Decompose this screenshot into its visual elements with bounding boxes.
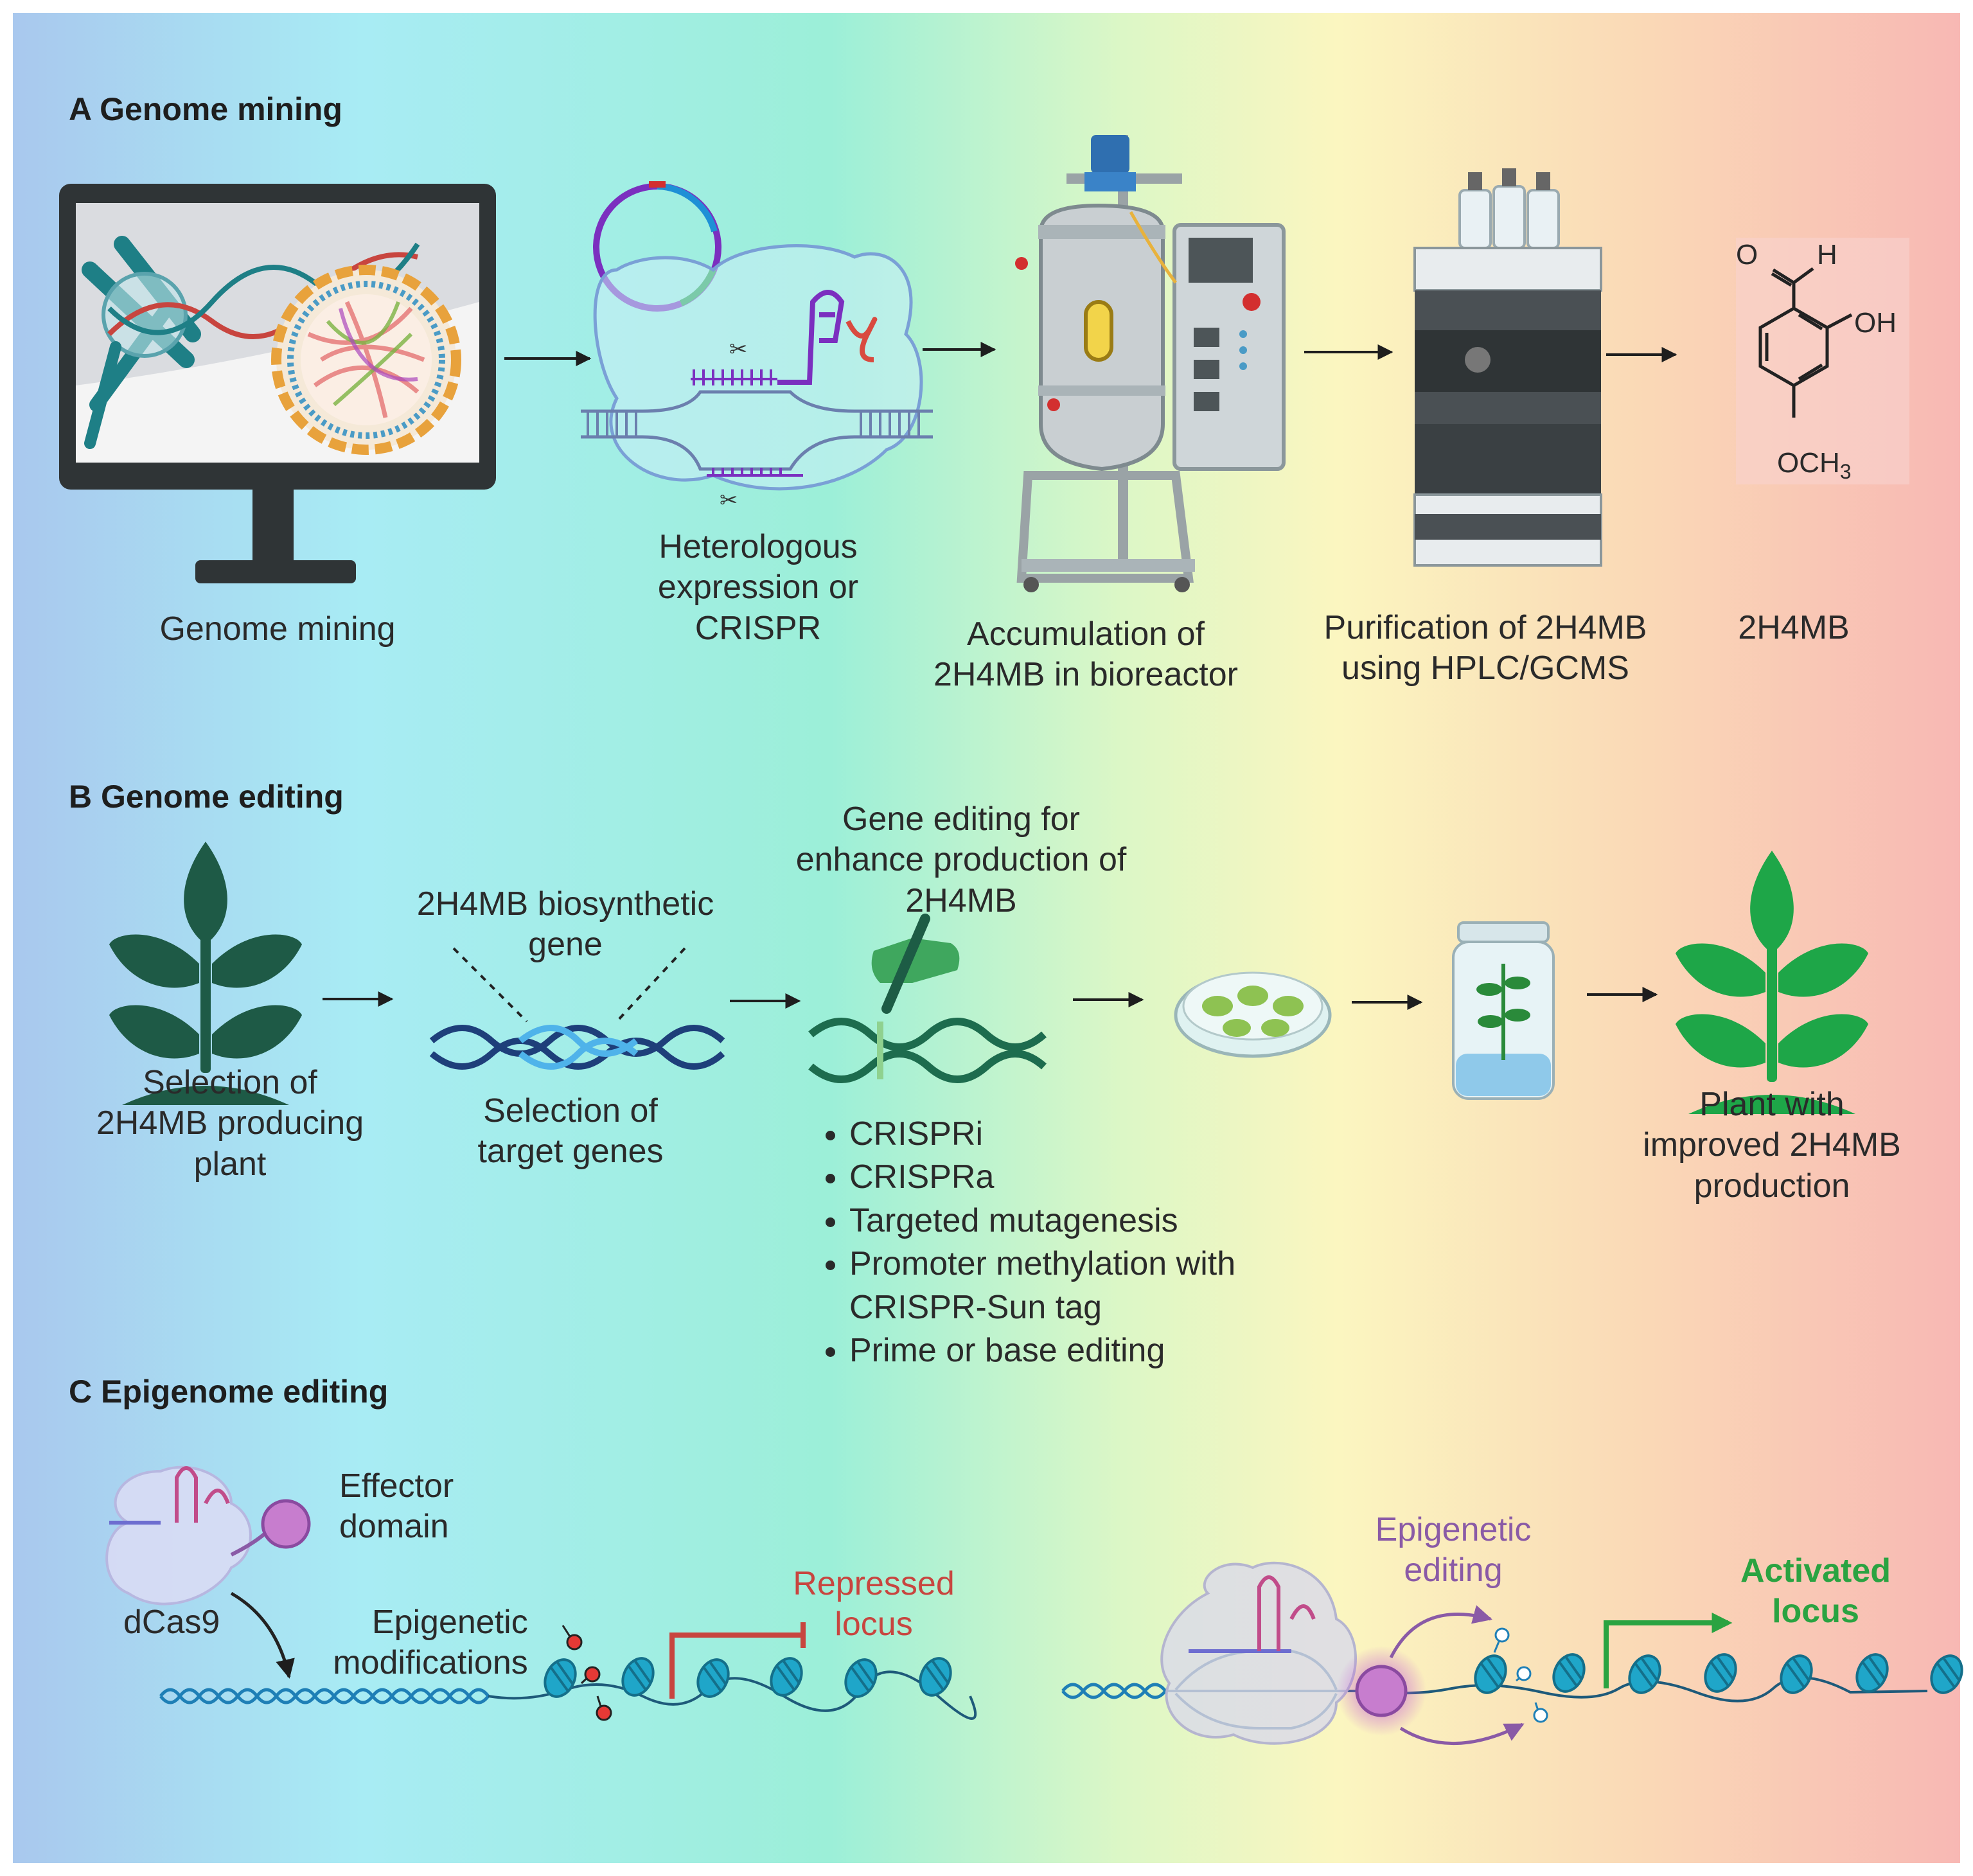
section-a-title: A Genome mining — [69, 91, 342, 127]
dna-helix-icon — [429, 947, 725, 1070]
label-line: Heterologous — [659, 528, 858, 565]
label-biosynthetic-gene: 2H4MB biosynthetic gene — [417, 884, 714, 966]
crispr-plasmid-icon: ✂ ✂ — [581, 181, 933, 513]
svg-text:✂: ✂ — [729, 337, 748, 362]
label-activated-locus: Activated locus — [1740, 1551, 1891, 1633]
method-item: CRISPRi — [849, 1114, 1235, 1155]
label-line: Gene editing for — [842, 801, 1081, 838]
label-purification: Purification of 2H4MB using HPLC/GCMS — [1324, 608, 1647, 689]
label-line: Effector — [339, 1467, 454, 1505]
label-gene-editing: Gene editing for enhance production of 2… — [796, 799, 1127, 921]
label-line: 2H4MB — [905, 881, 1017, 919]
label-effector-domain: Effector domain — [339, 1466, 454, 1548]
method-item-continuation: CRISPR-Sun tag — [849, 1288, 1102, 1326]
label-line: improved 2H4MB — [1643, 1126, 1901, 1164]
label-line: Purification of 2H4MB — [1323, 609, 1647, 646]
arrow-c3 — [1399, 1722, 1525, 1746]
label-line: Repressed — [793, 1565, 955, 1602]
petri-dish-icon — [1174, 971, 1332, 1058]
chem-methoxy: OCH3 — [1777, 446, 1852, 484]
label-line: production — [1694, 1167, 1850, 1205]
label-line: 2H4MB producing — [96, 1104, 364, 1142]
chem-hydroxyl: OH — [1854, 307, 1897, 339]
dcas9-activator-icon — [1160, 1561, 1426, 1745]
label-select-genes: Selection of target genes — [477, 1091, 663, 1172]
tissue-culture-jar-icon — [1452, 921, 1555, 1100]
chem-methoxy-sub: 3 — [1839, 459, 1852, 483]
method-item: Prime or base editing — [849, 1331, 1235, 1371]
label-line: Genome mining — [159, 610, 396, 648]
label-line: Plant with — [1699, 1086, 1845, 1123]
label-product: 2H4MB — [1738, 608, 1849, 648]
chem-methoxy-text: OCH — [1777, 447, 1840, 479]
label-repressed-locus: Repressed locus — [793, 1564, 954, 1645]
label-line: locus — [835, 1606, 913, 1643]
dcas9-complex-icon — [105, 1465, 311, 1606]
label-epigenetic-modifications: Epigenetic modifications — [333, 1602, 527, 1684]
computer-monitor-icon — [59, 184, 496, 583]
chem-aldehyde-h: H — [1817, 239, 1837, 270]
label-line: enhance production of — [795, 841, 1127, 879]
label-line: 2H4MB in bioreactor — [933, 656, 1238, 694]
label-bioreactor: Accumulation of 2H4MB in bioreactor — [933, 614, 1238, 696]
label-improved-plant: Plant with improved 2H4MB production — [1643, 1084, 1901, 1207]
nucleosomes-repressed — [538, 1652, 958, 1703]
label-heterologous: Heterologous expression or CRISPR — [658, 527, 858, 649]
activation-arrow — [1604, 1613, 1733, 1688]
label-dcas9: dCas9 — [123, 1604, 220, 1641]
label-line: Activated — [1740, 1552, 1891, 1589]
hplc-instrument-icon — [1413, 168, 1602, 567]
label-line: expression or — [657, 569, 859, 606]
section-b-title: B Genome editing — [69, 779, 344, 815]
methyl-marks — [562, 1625, 612, 1721]
method-item: Promoter methylation with — [849, 1244, 1235, 1284]
method-item: CRISPRa — [849, 1157, 1235, 1198]
methods-list: CRISPRi CRISPRa Targeted mutagenesis Pro… — [808, 1114, 1235, 1374]
bioreactor-icon — [1015, 135, 1286, 592]
arrow-c1 — [230, 1591, 295, 1679]
label-line: domain — [339, 1508, 449, 1546]
label-line: CRISPR — [695, 609, 822, 647]
label-line: locus — [1772, 1593, 1859, 1631]
label-genome-mining: Genome mining — [159, 609, 395, 650]
label-line: Epigenetic — [1375, 1511, 1532, 1548]
label-line: gene — [528, 926, 603, 964]
label-line: Selection of — [483, 1092, 658, 1129]
label-line: Epigenetic — [371, 1604, 528, 1641]
chemical-structure-icon — [1736, 238, 1909, 484]
repression-symbol — [669, 1622, 806, 1699]
method-item: Targeted mutagenesis — [849, 1201, 1235, 1241]
section-c-title: C Epigenome editing — [69, 1374, 389, 1410]
gene-editing-hand-icon — [808, 914, 1047, 1083]
acetyl-marks — [1493, 1627, 1548, 1723]
arrow-c2 — [1389, 1605, 1492, 1659]
label-line: using HPLC/GCMS — [1341, 650, 1629, 687]
label-select-plant: Selection of 2H4MB producing plant — [96, 1063, 364, 1185]
chem-aldehyde-o: O — [1736, 239, 1758, 270]
label-epigenetic-editing: Epigenetic editing — [1376, 1510, 1532, 1591]
label-line: 2H4MB biosynthetic — [416, 885, 714, 923]
label-line: modifications — [333, 1644, 528, 1682]
label-line: Selection of — [143, 1064, 317, 1101]
label-line: Accumulation of — [967, 615, 1205, 653]
label-line: 2H4MB — [1738, 609, 1850, 646]
label-line: target genes — [477, 1133, 664, 1171]
label-line: plant — [193, 1145, 267, 1183]
plant-icon-bright — [1676, 851, 1868, 1114]
label-line: editing — [1404, 1552, 1503, 1589]
svg-text:✂: ✂ — [720, 488, 738, 513]
